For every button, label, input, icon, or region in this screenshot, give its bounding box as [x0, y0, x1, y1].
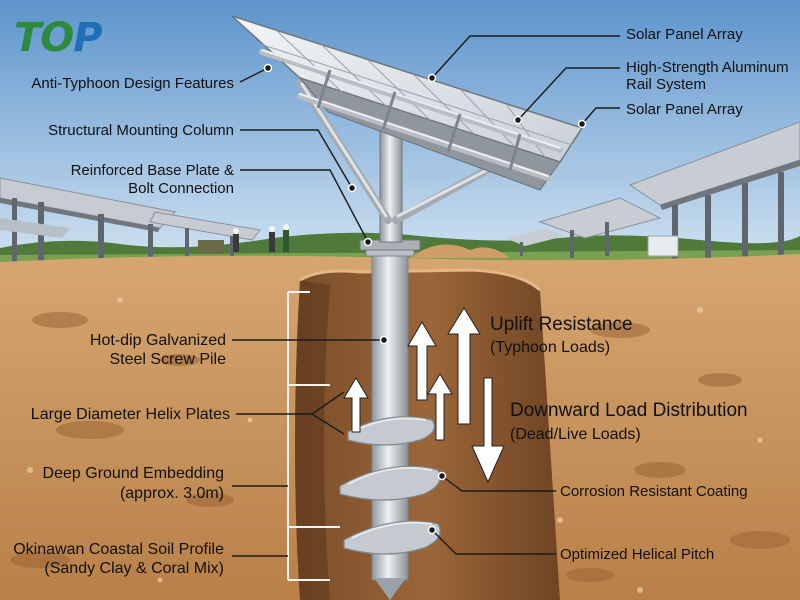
label-screw-pile-line2: Steel Screw Pile — [109, 351, 227, 368]
label-helix-plates: Large Diameter Helix Plates — [30, 406, 230, 423]
label-anti-typhoon: Anti-Typhoon Design Features — [31, 75, 234, 92]
downward-arrow — [471, 377, 505, 484]
label-uplift-line2: (Typhoon Loads) — [490, 339, 611, 356]
trench-edge — [299, 268, 542, 292]
label-rail-line2: Rail System — [626, 76, 707, 93]
top-logo: TOP — [14, 15, 103, 61]
leader-dots — [263, 63, 587, 535]
label-embedding-line2: (approx. 3.0m) — [119, 485, 224, 502]
dirt-mound — [410, 244, 510, 258]
bg-array-left — [0, 177, 261, 268]
label-screw-pile-line1: Hot-dip Galvanized — [89, 332, 226, 349]
workers — [198, 224, 289, 254]
purlins — [316, 69, 522, 171]
rail-highlights — [261, 49, 561, 177]
trench-shadow — [295, 280, 330, 600]
leader-solar-mid — [581, 107, 620, 125]
leader-rail — [517, 67, 620, 121]
leader-column — [240, 129, 353, 189]
label-corrosion: Corrosion Resistant Coating — [560, 483, 748, 500]
uplift-arrow-main — [447, 307, 481, 425]
label-mounting-column: Structural Mounting Column — [48, 122, 234, 139]
uplift-arrow-3 — [427, 373, 453, 441]
label-base-plate-line1: Reinforced Base Plate & — [70, 162, 234, 179]
leader-solar-top — [431, 35, 620, 79]
label-downward-line2: (Dead/Live Loads) — [510, 426, 641, 443]
panel-grid — [259, 29, 573, 158]
leader-lines — [232, 35, 620, 557]
bg-array-right — [505, 121, 800, 261]
label-soil-line2: (Sandy Clay & Coral Mix) — [44, 560, 224, 577]
uplift-arrow-2 — [407, 321, 437, 401]
label-embedding-line1: Deep Ground Embedding — [42, 465, 224, 482]
label-helical-pitch: Optimized Helical Pitch — [560, 546, 715, 563]
label-solar-panel-array-top: Solar Panel Array — [626, 26, 743, 43]
logo-part-blue: P — [73, 15, 102, 61]
leader-helix-2 — [311, 413, 345, 435]
label-solar-panel-array-mid: Solar Panel Array — [626, 101, 743, 118]
label-soil-line1: Okinawan Coastal Soil Profile — [13, 541, 224, 558]
leader-anti-typhoon — [239, 67, 269, 83]
label-uplift-line1: Uplift Resistance — [490, 314, 633, 335]
label-downward-line1: Downward Load Distribution — [510, 400, 748, 421]
leader-pitch — [431, 529, 556, 555]
label-base-plate-line2: Bolt Connection — [128, 180, 234, 197]
soil-pebbles — [27, 297, 763, 593]
helix-highlights — [347, 417, 433, 539]
label-rail-line1: High-Strength Aluminum — [626, 59, 789, 76]
pile-tip — [374, 578, 406, 600]
leader-base-plate — [240, 169, 369, 243]
uplift-arrows — [343, 307, 481, 441]
aluminum-rails — [259, 49, 563, 181]
helix-plates — [339, 416, 441, 555]
soil-texture — [10, 312, 790, 582]
logo-part-green: TO — [14, 15, 74, 61]
uplift-arrow-1 — [343, 377, 369, 433]
leader-corrosion — [441, 475, 556, 492]
